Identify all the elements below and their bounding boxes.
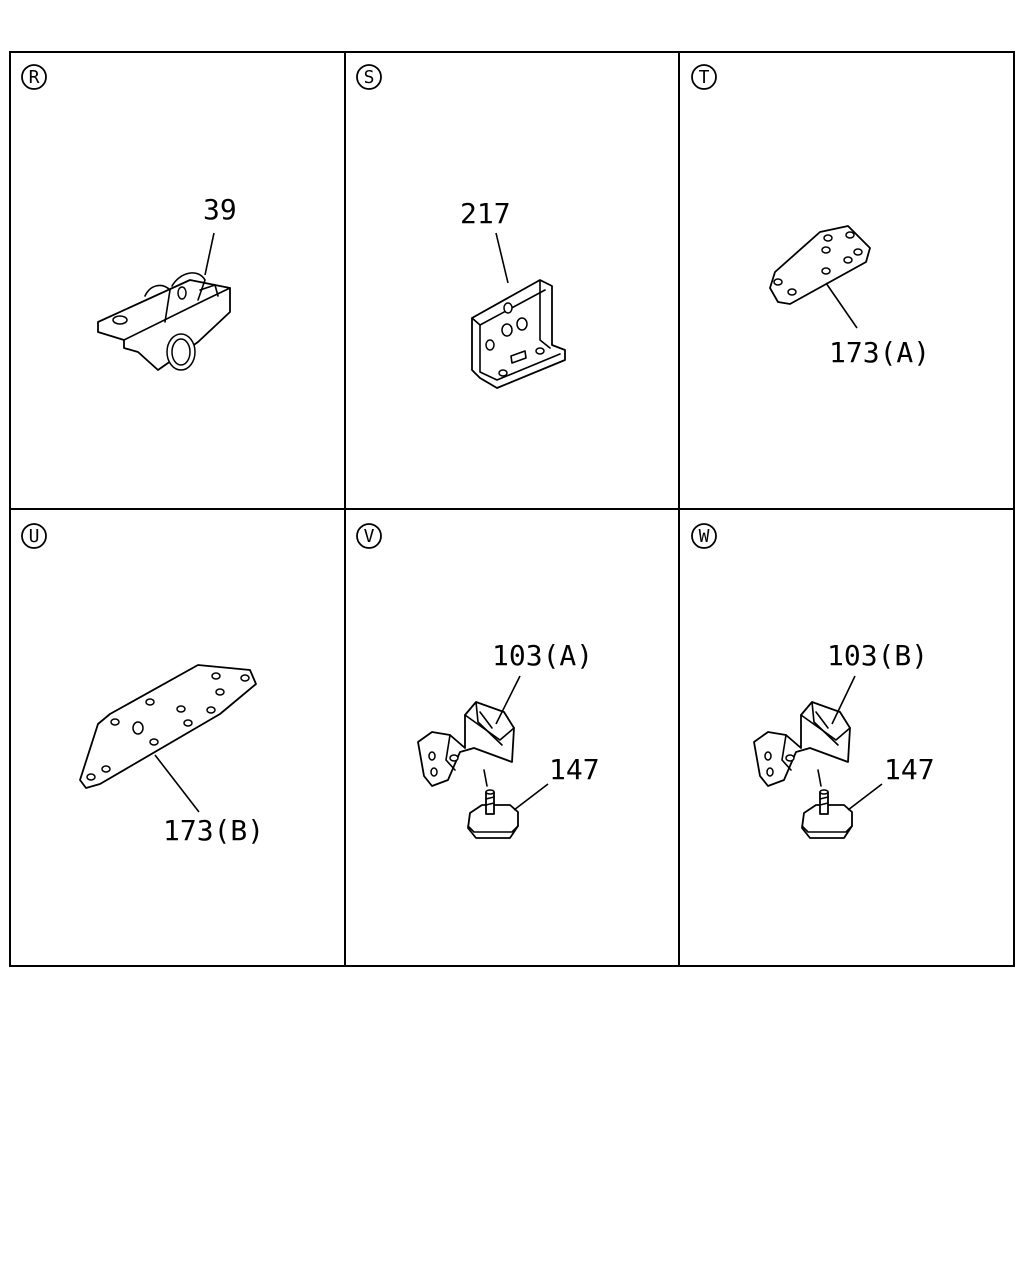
mount-147-drawing [801, 769, 853, 839]
panel-badge: T [691, 64, 717, 90]
badge-letter: S [364, 67, 375, 88]
leader-line [831, 675, 856, 725]
part-callout-173b: 173(B) [163, 814, 264, 847]
bracket-39-drawing [97, 272, 231, 371]
badge-circle-icon [356, 64, 382, 90]
badge-circle-icon [21, 523, 47, 549]
panel-w: W 103(B) 147 [691, 523, 935, 839]
part-callout-103b: 103(B) [827, 639, 928, 672]
panel-badge: W [691, 523, 717, 549]
panel-badge: U [21, 523, 47, 549]
part-callout-147: 147 [549, 753, 600, 786]
leader-line [154, 754, 200, 813]
part-callout-103a: 103(A) [492, 639, 593, 672]
badge-letter: V [364, 526, 375, 547]
leader-line [495, 232, 509, 284]
bracket-217-drawing [471, 279, 566, 389]
leader-line [513, 783, 549, 811]
badge-letter: T [699, 67, 710, 88]
bracket-103a-drawing [417, 701, 515, 787]
panel-grid [9, 51, 1015, 967]
badge-circle-icon [21, 64, 47, 90]
badge-letter: W [699, 526, 710, 547]
panel-v: V 103(A) 147 [356, 523, 600, 839]
plate-173a-drawing [769, 225, 871, 305]
bracket-103b-drawing [753, 701, 851, 787]
leader-line [495, 675, 521, 725]
panel-badge: V [356, 523, 382, 549]
badge-circle-icon [356, 523, 382, 549]
leader-line [204, 232, 215, 276]
badge-letter: U [29, 526, 40, 547]
part-callout-217: 217 [460, 197, 511, 230]
badge-circle-icon [691, 64, 717, 90]
panel-s: S 217 [356, 64, 566, 389]
part-callout-39: 39 [203, 193, 237, 226]
leader-line [825, 282, 858, 329]
leader-line [847, 783, 883, 811]
part-callout-147: 147 [884, 753, 935, 786]
panel-t: T 173(A) [691, 64, 930, 369]
plate-173b-drawing [79, 664, 257, 789]
panel-r: R 39 [21, 64, 237, 371]
mount-147-drawing [467, 769, 519, 839]
panel-badge: S [356, 64, 382, 90]
badge-letter: R [29, 67, 40, 88]
panel-badge: R [21, 64, 47, 90]
badge-circle-icon [691, 523, 717, 549]
part-callout-173a: 173(A) [829, 336, 930, 369]
panel-u: U 173(B) [21, 523, 264, 847]
